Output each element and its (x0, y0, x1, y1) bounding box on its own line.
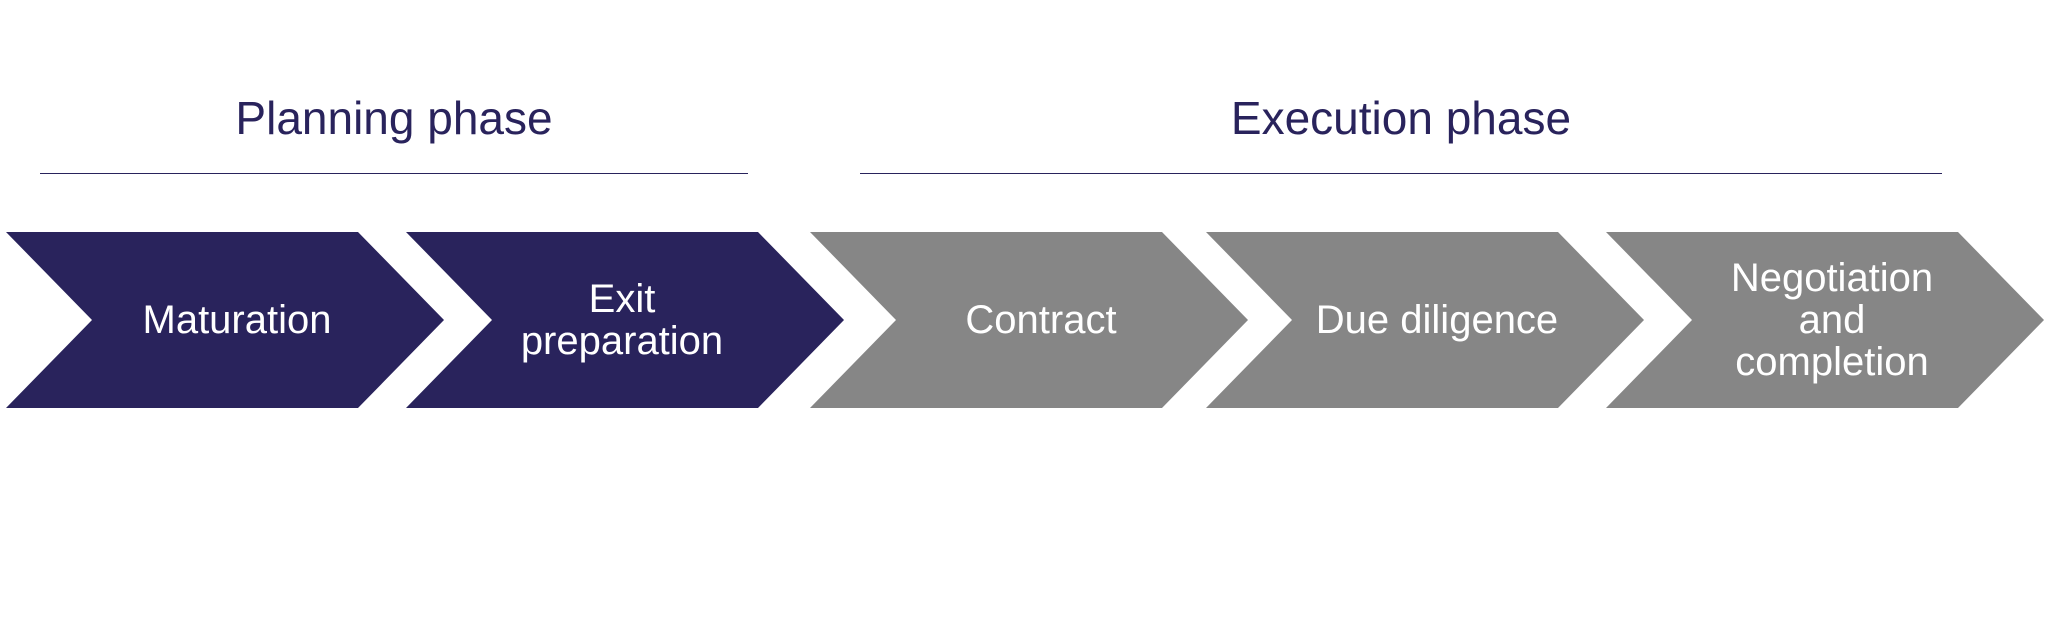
chevron-shape (1206, 232, 1644, 408)
chevron-shape (6, 232, 444, 408)
step-maturation: Maturation (6, 232, 454, 408)
planning-phase-title: Planning phase (235, 92, 553, 144)
execution-phase-title: Execution phase (1230, 92, 1572, 144)
step-exit-preparation: Exit preparation (406, 232, 854, 408)
execution-phase-divider (860, 173, 1942, 174)
step-label: Maturation (142, 298, 332, 342)
step-contract: Contract (810, 232, 1258, 408)
step-label: Contract (965, 298, 1117, 342)
step-label: Exit preparation (520, 277, 724, 363)
step-due-diligence: Due diligence (1206, 232, 1654, 408)
chevron-shape (810, 232, 1248, 408)
step-label: Due diligence (1315, 298, 1559, 342)
chevron-shape (406, 232, 844, 408)
chevron-shape (1606, 232, 2044, 408)
step-label: Negotiation and completion (1730, 256, 1934, 384)
step-negotiation-and-completion: Negotiation and completion (1606, 232, 2048, 408)
planning-phase-divider (40, 173, 748, 174)
